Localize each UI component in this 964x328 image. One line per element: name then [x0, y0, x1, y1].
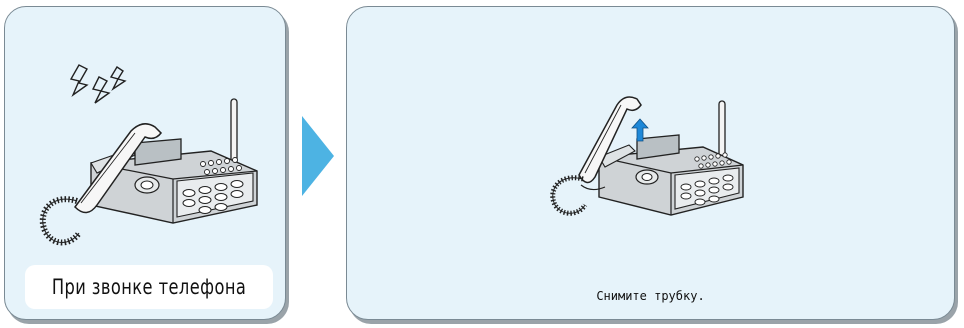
step-panel-incoming-call: При звонке телефона [4, 6, 286, 320]
step-arrow-icon [302, 116, 334, 196]
caption-lift-handset: Снимите трубку. [347, 289, 954, 303]
step-panel-lift-handset: Снимите трубку. [346, 6, 955, 320]
lift-up-arrow-icon [632, 119, 648, 141]
phone-on-hook-icon [31, 93, 261, 263]
caption-box: При звонке телефона [25, 265, 273, 309]
caption-incoming-call: При звонке телефона [52, 275, 246, 299]
phone-handset-lifted-icon [543, 93, 763, 243]
